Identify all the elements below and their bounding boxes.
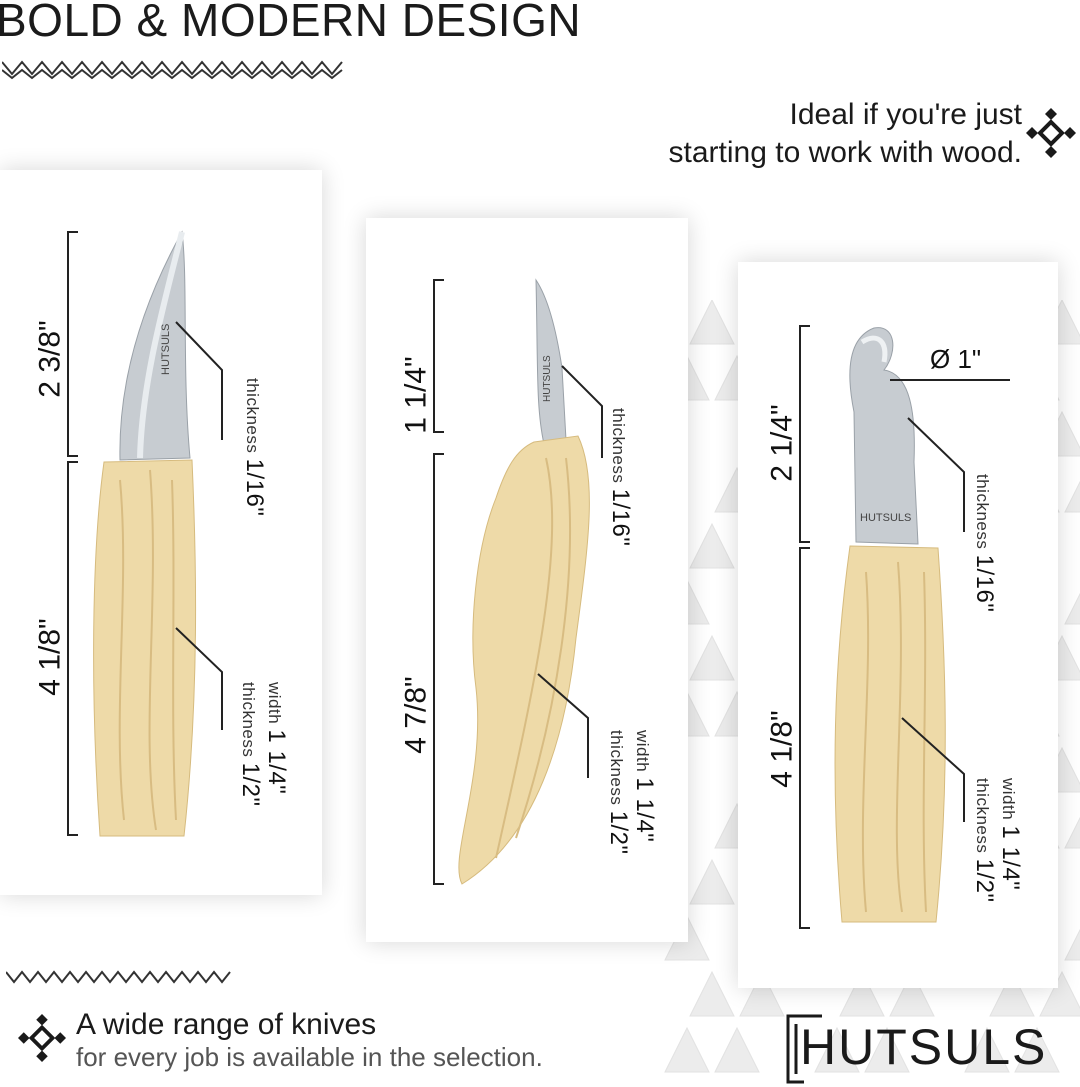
pattern-triangle — [1064, 928, 1080, 961]
pattern-triangle — [714, 1026, 760, 1073]
detail-knife-illustration — [433, 278, 603, 885]
diamond-ornament-icon — [1026, 108, 1076, 158]
knife-card-detail: HUTSULS 1 1/4" 4 7/8" thickness 1/16" wi… — [366, 218, 688, 942]
handle-width-note: width 1 1/4" — [263, 682, 290, 795]
blade-brand-mark: HUTSULS — [160, 323, 172, 375]
pattern-triangle — [1064, 480, 1080, 513]
pattern-triangle — [689, 970, 735, 1017]
pattern-triangle — [664, 1026, 710, 1073]
knife-card-straight: HUTSULS 2 3/8" 4 1/8" thickness 1/16" wi… — [0, 170, 322, 895]
pattern-triangle — [839, 970, 885, 1017]
pattern-triangle — [689, 300, 735, 345]
page-title: BOLD & MODERN DESIGN — [0, 0, 582, 46]
blade-brand-mark: HUTSULS — [860, 512, 912, 524]
brand-logo: HUTSULS — [786, 1012, 1076, 1084]
blade-length-label: 1 1/4" — [399, 356, 433, 434]
tagline: Ideal if you're just starting to work wi… — [669, 96, 1022, 172]
knife-card-spoon: HUTSULS Ø 1" 2 1/4" 4 1/8" thickness 1/1… — [738, 262, 1058, 988]
handle-width-note: width 1 1/4" — [997, 778, 1024, 891]
blade-brand-mark: HUTSULS — [542, 355, 553, 402]
pattern-triangle — [1014, 1026, 1060, 1073]
tagline-line-1: Ideal if you're just — [789, 98, 1022, 131]
handle-length-label: 4 1/8" — [765, 710, 799, 788]
footer-heading: A wide range of knives — [76, 1008, 377, 1041]
logo-frame — [786, 1014, 822, 1084]
pattern-triangle — [1064, 816, 1080, 849]
pattern-triangle — [989, 970, 1035, 1017]
pattern-triangle — [964, 1026, 1010, 1073]
spoon-knife-illustration — [799, 325, 1010, 929]
blade-length-label: 2 3/8" — [33, 320, 67, 398]
handle-length-label: 4 1/8" — [33, 618, 67, 696]
zigzag-border-icon — [2, 60, 343, 80]
pattern-triangle — [889, 970, 935, 1017]
pattern-triangle — [689, 634, 735, 681]
pattern-triangle — [689, 858, 735, 905]
footer-subheading: for every job is available in the select… — [76, 1042, 543, 1072]
tagline-line-2: starting to work with wood. — [668, 136, 1022, 169]
brand-wordmark: HUTSULS — [800, 1019, 1048, 1075]
blade-thickness-note: thickness 1/16" — [241, 378, 268, 517]
handle-thickness-note: thickness 1/2" — [605, 730, 632, 855]
blade-length-label: 2 1/4" — [765, 404, 799, 482]
blade-thickness-note: thickness 1/16" — [971, 474, 998, 613]
blade-thickness-note: thickness 1/16" — [607, 408, 634, 547]
handle-thickness-note: thickness 1/2" — [237, 682, 264, 807]
straight-knife-illustration — [67, 230, 223, 837]
pattern-triangle — [1064, 592, 1080, 625]
diamond-ornament-icon — [18, 1014, 66, 1062]
zigzag-border-icon — [6, 970, 231, 984]
handle-width-note: width 1 1/4" — [631, 730, 658, 843]
pattern-triangle — [739, 970, 785, 1017]
pattern-triangle — [814, 1026, 860, 1073]
pattern-triangle — [864, 1026, 910, 1073]
pattern-triangle — [1039, 970, 1080, 1017]
handle-length-label: 4 7/8" — [399, 676, 433, 754]
pattern-triangle — [689, 522, 735, 569]
diameter-label: Ø 1" — [930, 344, 982, 374]
handle-thickness-note: thickness 1/2" — [971, 778, 998, 903]
